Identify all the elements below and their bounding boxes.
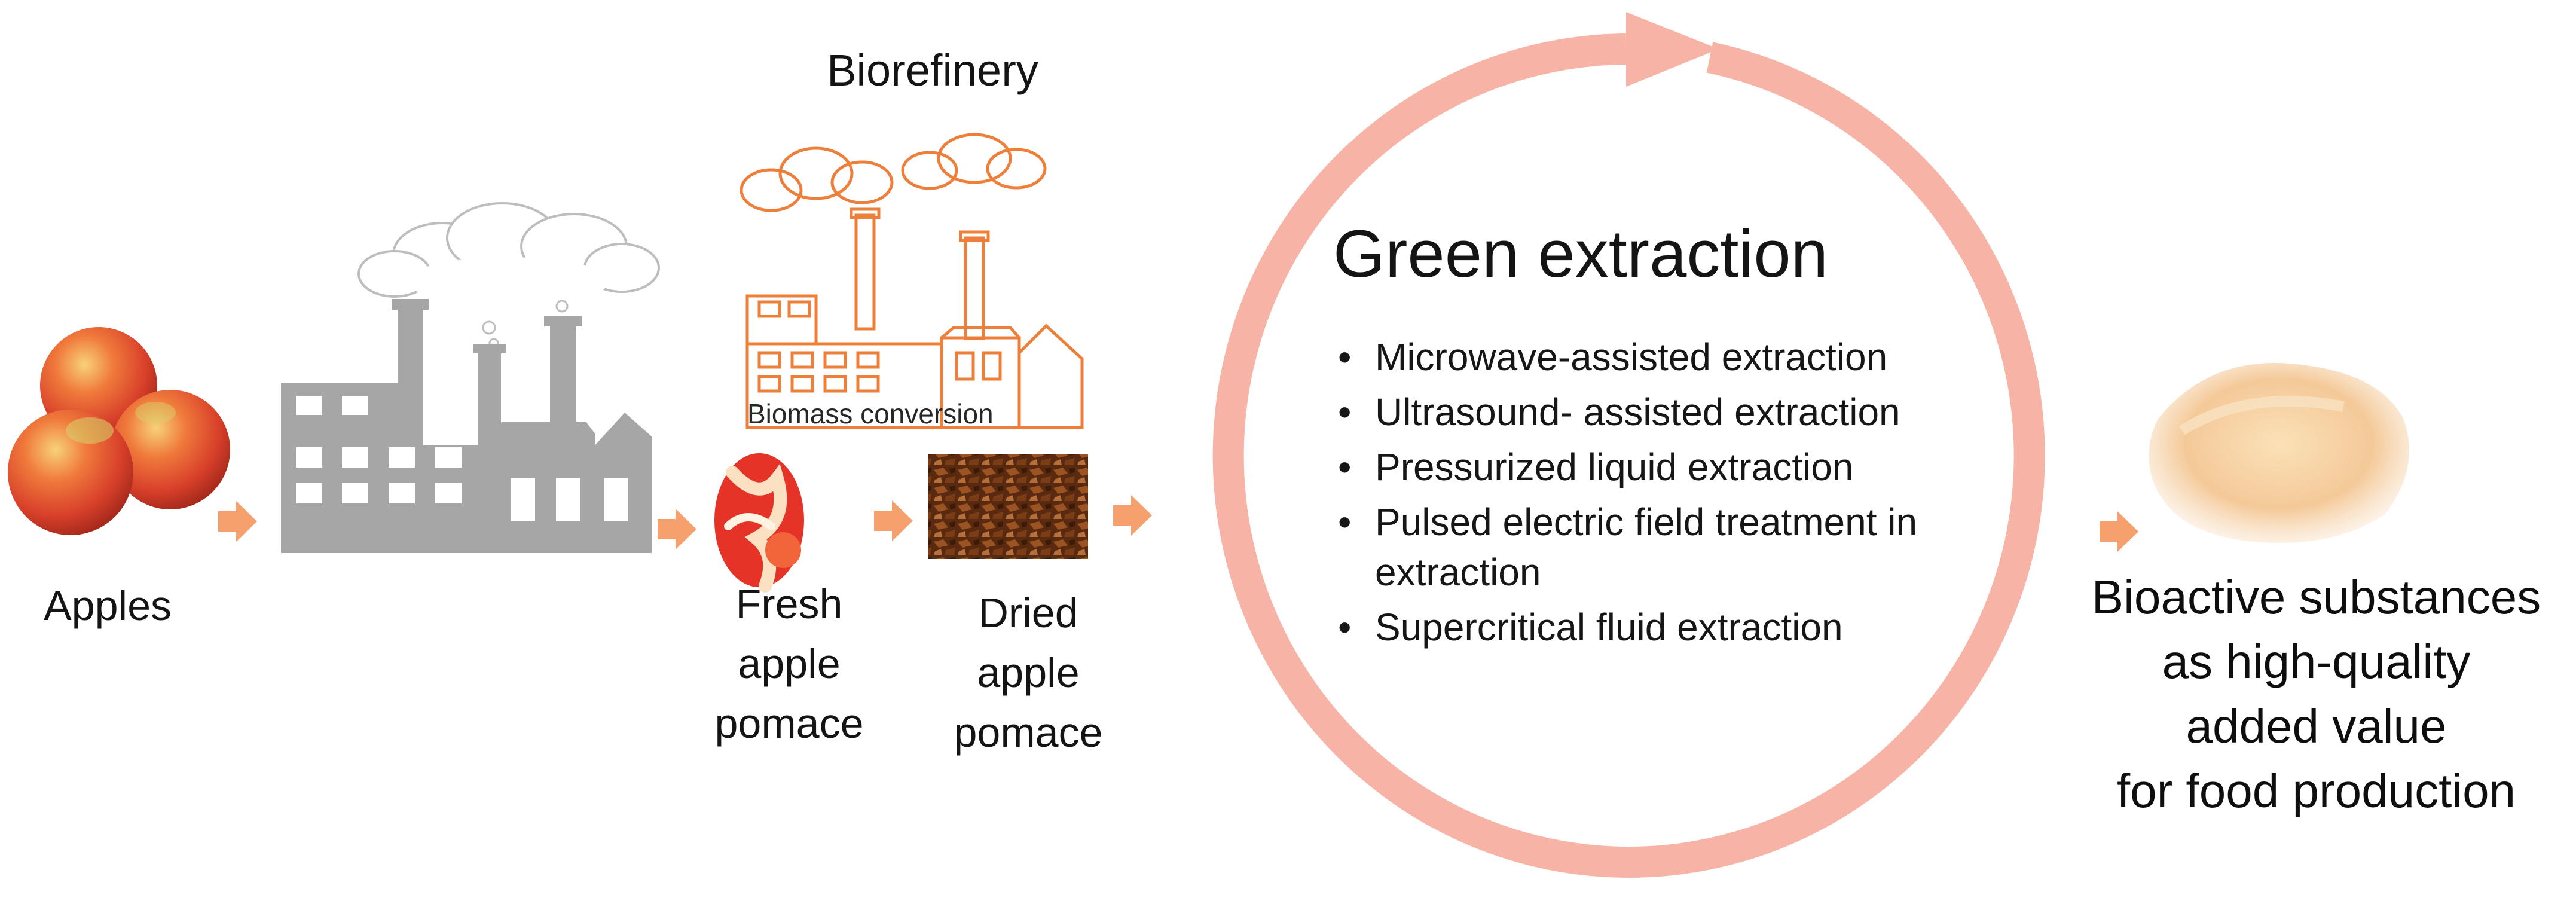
bioactive-substances-label: Bioactive substances as high-quality add… [2091,570,2541,817]
arrow-icon [658,509,696,549]
apple-icon [111,390,230,509]
green-extraction-title: Green extraction [1333,216,1828,291]
method-item: Ultrasound- assisted extraction [1333,387,2021,437]
arrow-icon [874,500,913,541]
fresh-pomace-image [714,453,804,593]
arrow-icon [1113,495,1152,536]
biorefinery-title: Biorefinery [827,45,1038,95]
cycle-ring-icon [1212,12,2045,878]
dried-pomace-label: Dried apple pomace [954,590,1103,756]
biomass-conversion-label: Biomass conversion [747,398,994,429]
apples-label: Apples [43,582,172,629]
arrow-icon [218,501,257,542]
method-item: Pressurized liquid extraction [1333,442,2021,492]
method-item: Supercritical fluid extraction [1333,602,2021,652]
fresh-pomace-label: Fresh apple pomace [714,581,864,747]
bioactive-powder-image [2149,362,2409,543]
extraction-methods-list: Microwave-assisted extraction Ultrasound… [1333,332,2021,657]
factory-icon [281,202,660,553]
method-item: Pulsed electric field treatment in extra… [1333,497,2021,597]
method-item: Microwave-assisted extraction [1333,332,2021,382]
apples-illustration [8,327,230,535]
dried-pomace-image [928,454,1088,559]
arrow-icon [2100,511,2138,552]
biorefinery-factory-icon [740,133,1084,429]
